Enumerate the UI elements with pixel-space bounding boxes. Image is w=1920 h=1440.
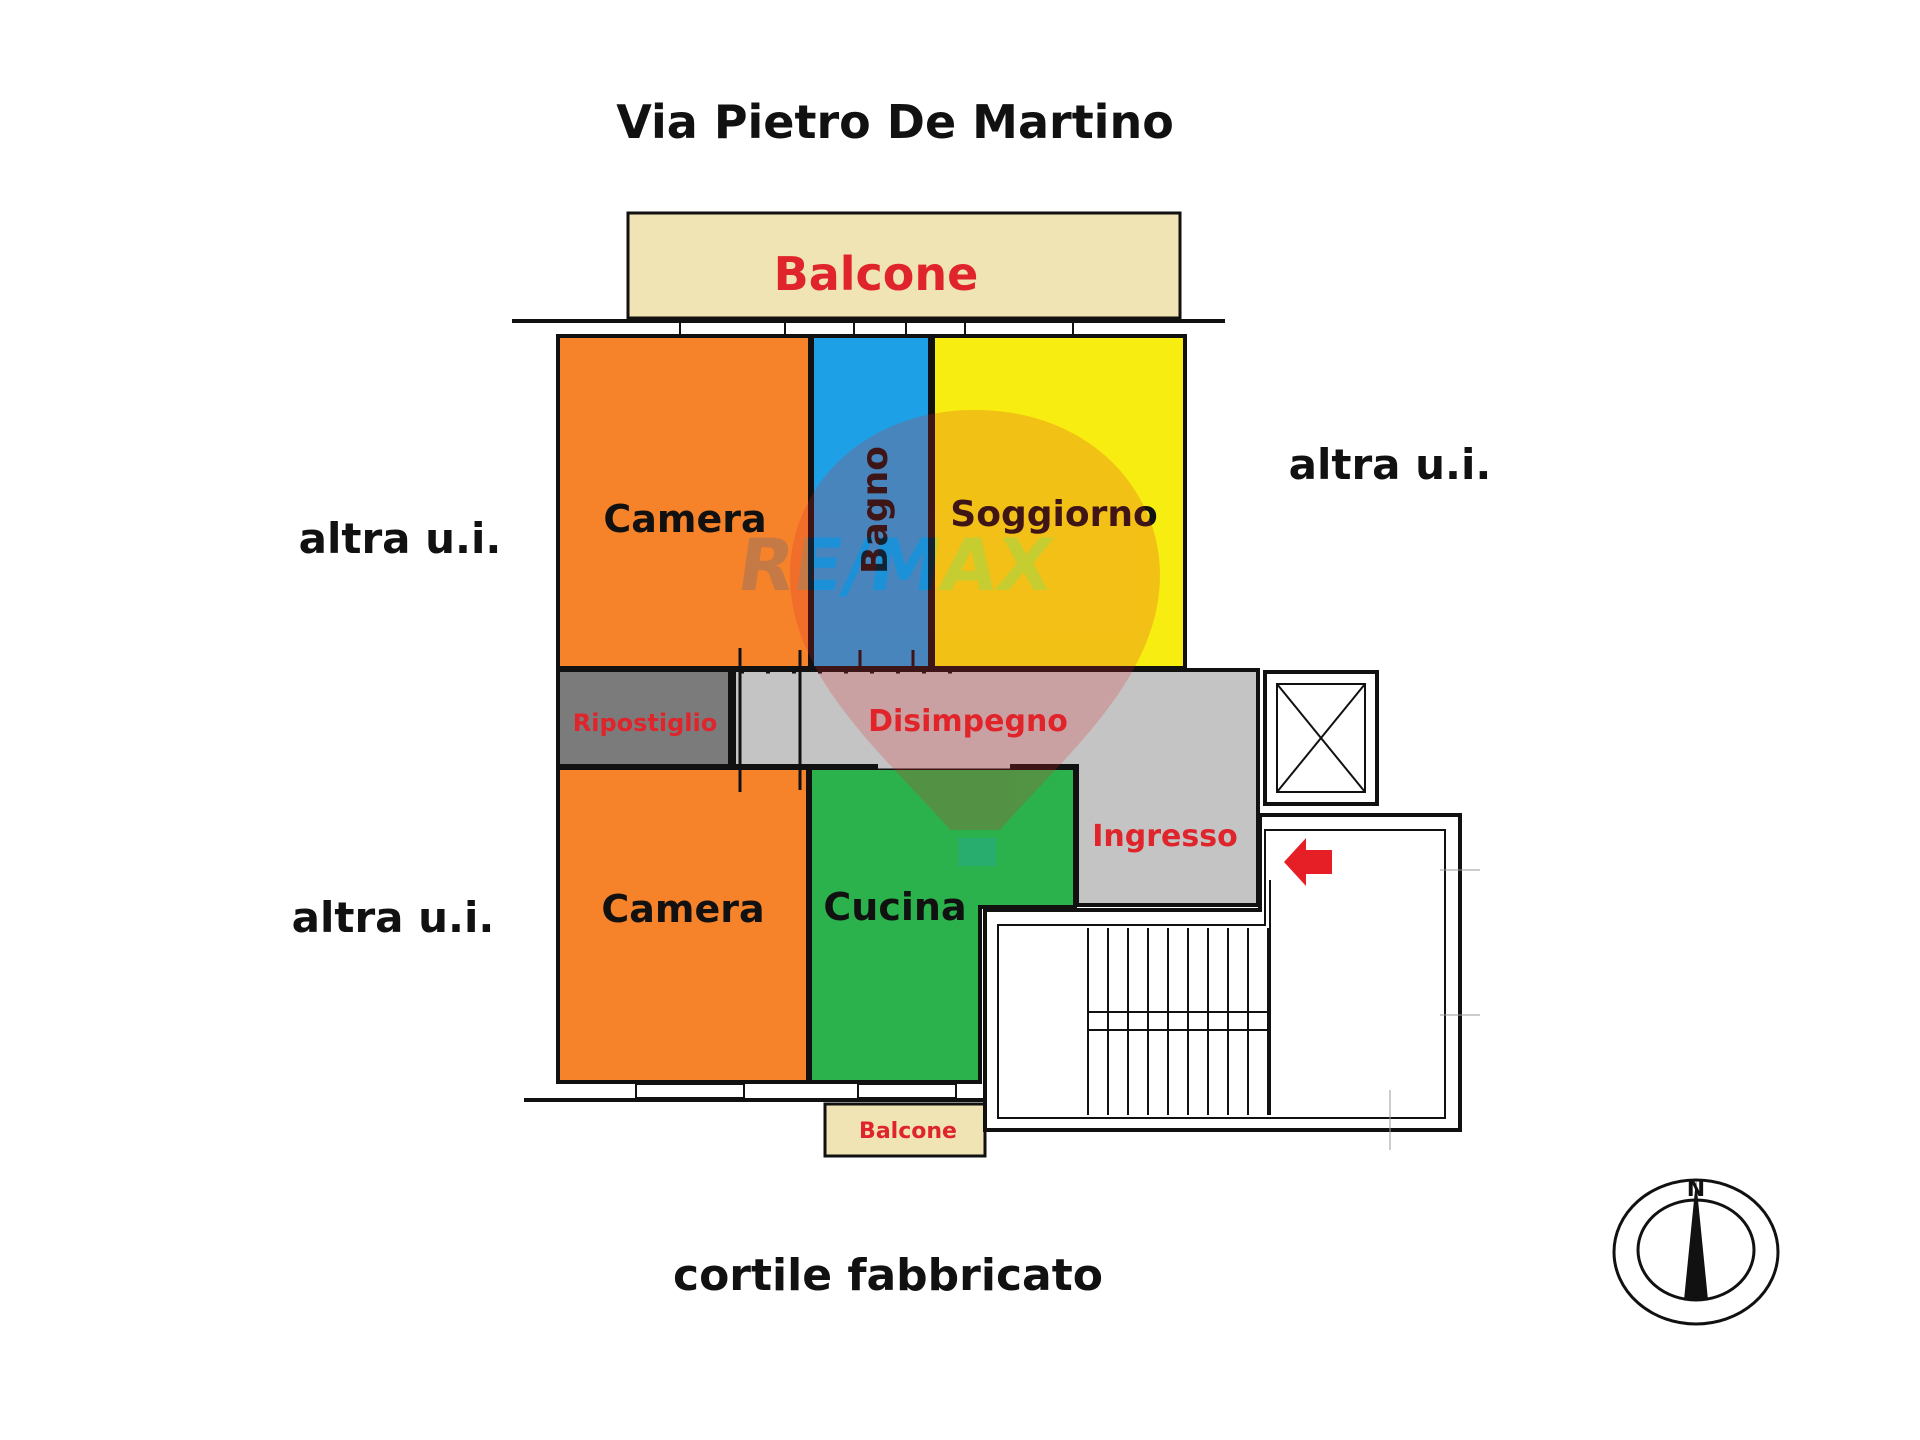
- lower-facade-wall: [524, 1083, 985, 1102]
- ripostiglio-room: [556, 668, 732, 768]
- compass-north-label: N: [1687, 1177, 1705, 1202]
- street-name-label: Via Pietro De Martino: [616, 95, 1174, 149]
- bagno-room: [810, 334, 932, 670]
- camera-top-label: Camera: [603, 497, 766, 541]
- interior-door-marks: [738, 648, 1010, 792]
- camera-top-room: [556, 334, 812, 670]
- stair-steps: [1087, 880, 1271, 1115]
- balcone-top-label: Balcone: [774, 247, 979, 301]
- upper-facade-wall: [512, 319, 1225, 337]
- balcone-bottom-area: Balcone: [823, 1102, 987, 1158]
- bagno-label: Bagno: [855, 446, 896, 574]
- camera-bottom-label: Camera: [601, 887, 764, 931]
- neighbor-left-bottom-label: altra u.i.: [292, 893, 495, 942]
- cucina-label: Cucina: [823, 885, 966, 929]
- soggiorno-label: Soggiorno: [950, 494, 1157, 535]
- remax-watermark: RE/MAX: [733, 410, 1160, 866]
- cucina-room: [808, 766, 1077, 1084]
- watermark-text: RE/MAX: [733, 524, 1059, 608]
- neighbor-right-top-label: altra u.i.: [1289, 440, 1492, 489]
- entrance-arrow-icon: [1284, 838, 1332, 886]
- staircase: [983, 813, 1480, 1150]
- soggiorno-room: [931, 334, 1187, 670]
- courtyard-label: cortile fabbricato: [673, 1250, 1103, 1301]
- ripostiglio-label: Ripostiglio: [573, 709, 717, 737]
- north-compass-icon: N: [1612, 1177, 1780, 1326]
- ingresso-label: Ingresso: [1092, 819, 1237, 854]
- neighbor-left-top-label: altra u.i.: [299, 514, 502, 563]
- balcone-top-area: Balcone: [626, 211, 1182, 320]
- elevator-shaft-icon: [1263, 670, 1379, 806]
- camera-bottom-room: [556, 766, 810, 1084]
- balcone-bottom-label: Balcone: [859, 1119, 957, 1144]
- disimpegno-label: Disimpegno: [868, 704, 1068, 739]
